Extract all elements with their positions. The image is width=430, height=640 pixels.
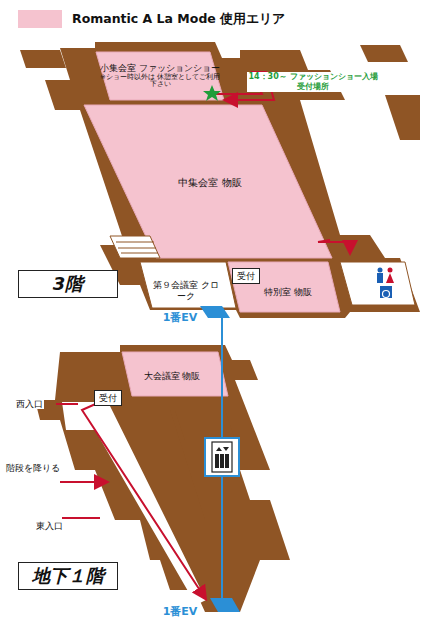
map-label: 14：30～ ファッションショー入場受付場所 [247,72,379,91]
room-label: 第９会議室 クローク [151,280,221,302]
room-label: 特別室 物販 [264,287,312,298]
floor-tag: 地下１階 [18,562,118,590]
room-label: 大会議室 物販 [144,371,201,382]
reception-box: 受付 [94,390,122,407]
map-label: 1番EV [163,311,198,324]
room-name: 3階 [25,273,111,295]
room-name: 中集会室 物販 [178,177,241,189]
room-label: 小集会室 ファッションショー※ショー時以外は 休憩室としてご利用下さい [100,63,220,89]
room-name: 地下１階 [25,565,111,587]
reception-box: 受付 [232,268,260,285]
room-note: ※ショー時以外は 休憩室としてご利用下さい [100,74,220,90]
room-name: 大会議室 物販 [144,371,201,382]
building-3f [20,42,420,318]
elevator-shaft [221,318,223,600]
elevator-icon [205,438,239,476]
floor-tag: 3階 [18,270,118,298]
legend-text: Romantic A La Mode 使用エリア [72,11,285,28]
room-name: 小集会室 ファッションショー [100,63,220,74]
room-name: 第９会議室 クローク [151,280,221,302]
map-label: 1番EV [163,605,198,618]
legend-swatch [18,10,62,28]
map-label: 階段を降りる [5,463,61,473]
use-area-b1 [122,352,228,396]
map-label: 東入口 [35,521,64,531]
elevator-3f [200,306,230,318]
room-label: 中集会室 物販 [178,177,241,189]
map-label: 西入口 [15,399,44,409]
room-name: 特別室 物販 [264,287,312,298]
room-name: 受付 [99,393,117,404]
restroom-icon [377,268,394,299]
room-name: 受付 [237,271,255,282]
reception-star [203,85,221,101]
elevator-b1 [210,598,240,612]
